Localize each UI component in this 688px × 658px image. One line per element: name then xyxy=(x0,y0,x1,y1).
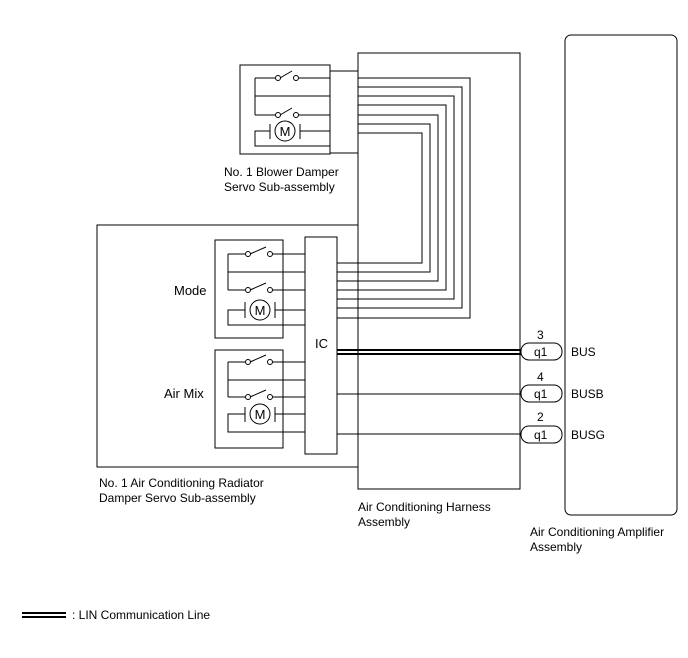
signal-busg: BUSG xyxy=(571,428,606,442)
blower-connector xyxy=(329,70,359,154)
mode-box xyxy=(214,239,284,339)
mode-switch-2 xyxy=(228,282,305,293)
blower-damper-label: No. 1 Blower Damper Servo Sub-assembly xyxy=(224,165,339,194)
lin-bus-line xyxy=(337,349,521,355)
connector-code-bus: q1 xyxy=(534,345,548,359)
mode-label: Mode xyxy=(174,283,207,298)
ic-label: IC xyxy=(315,336,328,351)
pin-bus: 3 xyxy=(537,328,544,342)
connector-bus xyxy=(520,342,563,361)
airmix-motor xyxy=(227,403,305,433)
mode-switch-1 xyxy=(228,246,305,257)
legend-text: : LIN Communication Line xyxy=(72,608,211,622)
mode-motor xyxy=(227,299,305,326)
connector-busg xyxy=(520,425,563,444)
legend-swatch xyxy=(22,612,66,618)
harness-routing xyxy=(337,77,471,319)
blower-motor xyxy=(254,120,330,147)
connector-code-busg: q1 xyxy=(534,428,548,442)
airmix-box xyxy=(214,349,284,449)
signal-bus: BUS xyxy=(571,345,596,359)
airmix-switch-2 xyxy=(228,389,305,400)
blower-motor-label: M xyxy=(280,124,291,139)
pin-busg: 2 xyxy=(537,410,544,424)
harness-label: Air Conditioning Harness Assembly xyxy=(358,500,491,529)
amplifier-label: Air Conditioning Amplifier Assembly xyxy=(530,525,665,554)
pin-busb: 4 xyxy=(537,370,544,384)
radiator-damper-box xyxy=(96,224,358,468)
blower-switch-2 xyxy=(255,107,330,118)
blower-switch-1 xyxy=(255,70,330,81)
connector-code-busb: q1 xyxy=(534,387,548,401)
harness-box xyxy=(357,52,521,490)
airmix-motor-label: M xyxy=(255,407,266,422)
airmix-label: Air Mix xyxy=(164,386,204,401)
airmix-switch-1 xyxy=(228,354,305,365)
mode-motor-label: M xyxy=(255,303,266,318)
amplifier-box xyxy=(564,34,678,516)
connector-busb xyxy=(520,384,563,403)
ic-box xyxy=(304,236,338,455)
radiator-damper-label: No. 1 Air Conditioning Radiator Damper S… xyxy=(99,476,264,505)
signal-busb: BUSB xyxy=(571,387,604,401)
